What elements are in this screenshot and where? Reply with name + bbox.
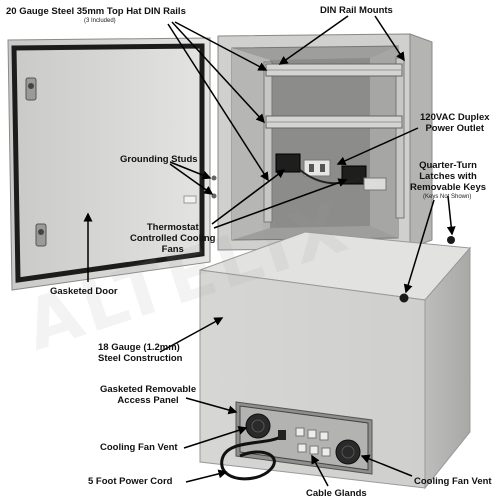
label-cooling-fan-vent-left: Cooling Fan Vent: [100, 442, 178, 453]
power-outlet: [303, 159, 331, 177]
cooling-fan-vent-left: [245, 413, 271, 439]
power-cord: [220, 434, 283, 481]
cable-glands: [295, 427, 331, 457]
label-steel-construction: 18 Gauge (1.2mm) Steel Construction: [98, 342, 183, 364]
enclosure-body: [211, 33, 433, 251]
door-label-plate: [183, 195, 197, 204]
door-gasket: [11, 43, 205, 283]
label-cooling-fan-vent-right: Cooling Fan Vent: [414, 476, 492, 487]
label-latches: Quarter-Turn Latches with Removable Keys: [410, 160, 487, 193]
grounding-stud-1: [211, 175, 217, 181]
closed-enclosure: [199, 231, 472, 490]
label-latches-sub: (Keys Not Shown): [423, 194, 472, 200]
label-access-panel: Gasketed Removable Access Panel: [100, 384, 197, 406]
din-rail-mount-left: [263, 61, 273, 223]
callout-arrows: [83, 15, 456, 487]
din-rail-top: [265, 63, 403, 77]
open-door: [7, 37, 211, 291]
label-cable-glands: Cable Glands: [306, 488, 367, 499]
quarter-turn-latch-front: [399, 293, 409, 303]
quarter-turn-latch-side: [447, 236, 455, 244]
label-din-rails-sub: (3 Included): [84, 18, 116, 24]
grounding-stud-2: [211, 193, 217, 199]
label-power-cord: 5 Foot Power Cord: [88, 476, 173, 487]
cooling-fan-vent-right: [335, 439, 361, 465]
internal-fan-left: [275, 153, 301, 173]
power-cord-plug: [278, 430, 286, 440]
label-din-rails: 20 Gauge Steel 35mm Top Hat DIN Rails: [6, 6, 186, 17]
thermostat: [363, 177, 387, 191]
din-rail-middle: [265, 115, 403, 129]
label-thermostat-fans: Thermostat Controlled Cooling Fans: [130, 222, 216, 255]
label-din-rail-mounts: DIN Rail Mounts: [320, 5, 393, 16]
internal-fan-right: [341, 165, 367, 185]
label-gasketed-door: Gasketed Door: [50, 286, 118, 297]
label-grounding-studs: Grounding Studs: [120, 154, 198, 165]
label-outlet: 120VAC Duplex Power Outlet: [420, 112, 490, 134]
